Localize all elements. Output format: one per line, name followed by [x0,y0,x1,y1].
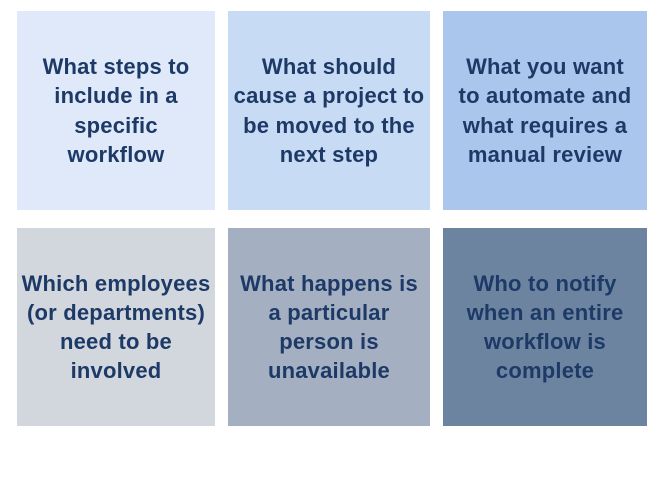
card-automation-scope-label: What you want to automate and what requi… [458,54,632,167]
card-automation-scope: What you want to automate and what requi… [443,11,647,210]
card-step-triggers: What should cause a project to be moved … [228,11,430,210]
card-people-involved: Which employees (or departments) need to… [17,228,215,426]
card-step-triggers-label: What should cause a project to be moved … [233,54,425,167]
card-completion-notify-label: Who to notify when an entire workflow is… [466,270,624,384]
card-workflow-steps-label: What steps to include in a specific work… [42,54,190,167]
card-unavailable-person-label: What happens is a particular person is u… [240,270,418,384]
card-people-involved-label: Which employees (or departments) need to… [21,270,211,384]
card-unavailable-person: What happens is a particular person is u… [228,228,430,426]
card-workflow-steps: What steps to include in a specific work… [17,11,215,210]
card-completion-notify: Who to notify when an entire workflow is… [443,228,647,426]
card-grid: What steps to include in a specific work… [17,11,647,426]
